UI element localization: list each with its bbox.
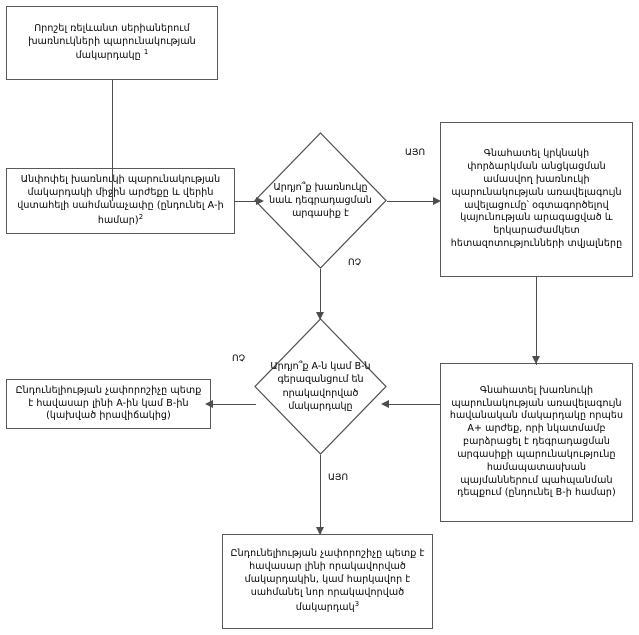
connector-decision1-no-vertical [320, 269, 321, 320]
arrowhead-right-lower-to-decision2 [381, 399, 389, 408]
arrowhead-decision2-to-bottom [315, 527, 324, 535]
node-acceptance-criterion-equals-a-or-b: Ընդունելիության չափորոշիչը պետք է հավասա… [6, 379, 211, 429]
connector-left-mid-to-decision1-horizontal [235, 201, 259, 202]
arrowhead-right-upper-to-right-lower [531, 356, 540, 364]
node-acceptance-criterion-equals-a-or-b-label: Ընդունելիության չափորոշիչը պետք է հավասա… [15, 384, 202, 422]
arrowhead-decision1-to-decision2 [315, 312, 324, 320]
node-is-impurity-degradation-product-label: Արդյո՞ք խառնուկը նաև դեգրադացման արգասիք… [269, 181, 372, 220]
arrowhead-left-mid-to-decision1 [256, 196, 264, 205]
node-acceptance-criterion-equals-qualified-level: Ընդունելիության չափորոշիչը պետք է հավասա… [222, 534, 433, 629]
node-determine-impurity-level-label: Որոշել ռելևանտ սերիաներում խառնուկների պ… [28, 22, 196, 62]
connector-right-lower-to-decision2-horizontal [388, 404, 440, 405]
node-define-mean-and-upper-limit-label: Անփոփել խառնուկի պարունակության մակարդակ… [17, 174, 224, 226]
connector-decision2-yes-vertical [320, 455, 321, 534]
diamond-shape-icon [254, 318, 387, 455]
node-estimate-max-increase-in-retest-period: Գնահատել կրկնակի փորձարկման անցկացման ամ… [440, 122, 633, 277]
node-estimate-max-probable-level-a-plus: Գնահատել խառնուկի պարունակության առավելա… [440, 363, 633, 522]
edge-label-no-decision1: ՈՉ [347, 258, 363, 268]
node-determine-impurity-level: Որոշել ռելևանտ սերիաներում խառնուկների պ… [6, 6, 218, 80]
diamond-shape-icon [254, 132, 387, 269]
arrowhead-decision2-to-left-lower [205, 399, 213, 408]
node-estimate-max-probable-level-a-plus-label: Գնահատել խառնուկի պարունակության առավելա… [449, 384, 624, 499]
edge-label-yes-decision1: ԱՅՈ [404, 148, 427, 158]
node-does-a-or-b-exceed-qualified-level: Արդյո՞ք A-ն կամ B-ն գերազանցում են որակա… [254, 318, 387, 455]
connector-right-upper-to-right-lower-vertical [536, 277, 537, 365]
arrowhead-decision1-to-right-upper [433, 196, 441, 205]
node-estimate-max-increase-in-retest-period-label: Գնահատել կրկնակի փորձարկման անցկացման ամ… [450, 148, 623, 249]
node-is-impurity-degradation-product: Արդյո՞ք խառնուկը նաև դեգրադացման արգասիք… [254, 132, 387, 269]
edge-label-yes-decision2: ԱՅՈ [327, 473, 350, 483]
edge-label-no-decision2: ՈՉ [231, 354, 247, 364]
node-acceptance-criterion-equals-qualified-level-label: Ընդունելիության չափորոշիչը պետք է հավասա… [230, 548, 425, 613]
connector-decision1-yes-horizontal [387, 201, 438, 202]
connector-decision2-no-horizontal [212, 404, 256, 405]
node-define-mean-and-upper-limit: Անփոփել խառնուկի պարունակության մակարդակ… [6, 168, 235, 234]
node-does-a-or-b-exceed-qualified-level-label: Արդյո՞ք A-ն կամ B-ն գերազանցում են որակա… [270, 360, 371, 412]
connector-top-to-left-mid-vertical [112, 80, 113, 201]
